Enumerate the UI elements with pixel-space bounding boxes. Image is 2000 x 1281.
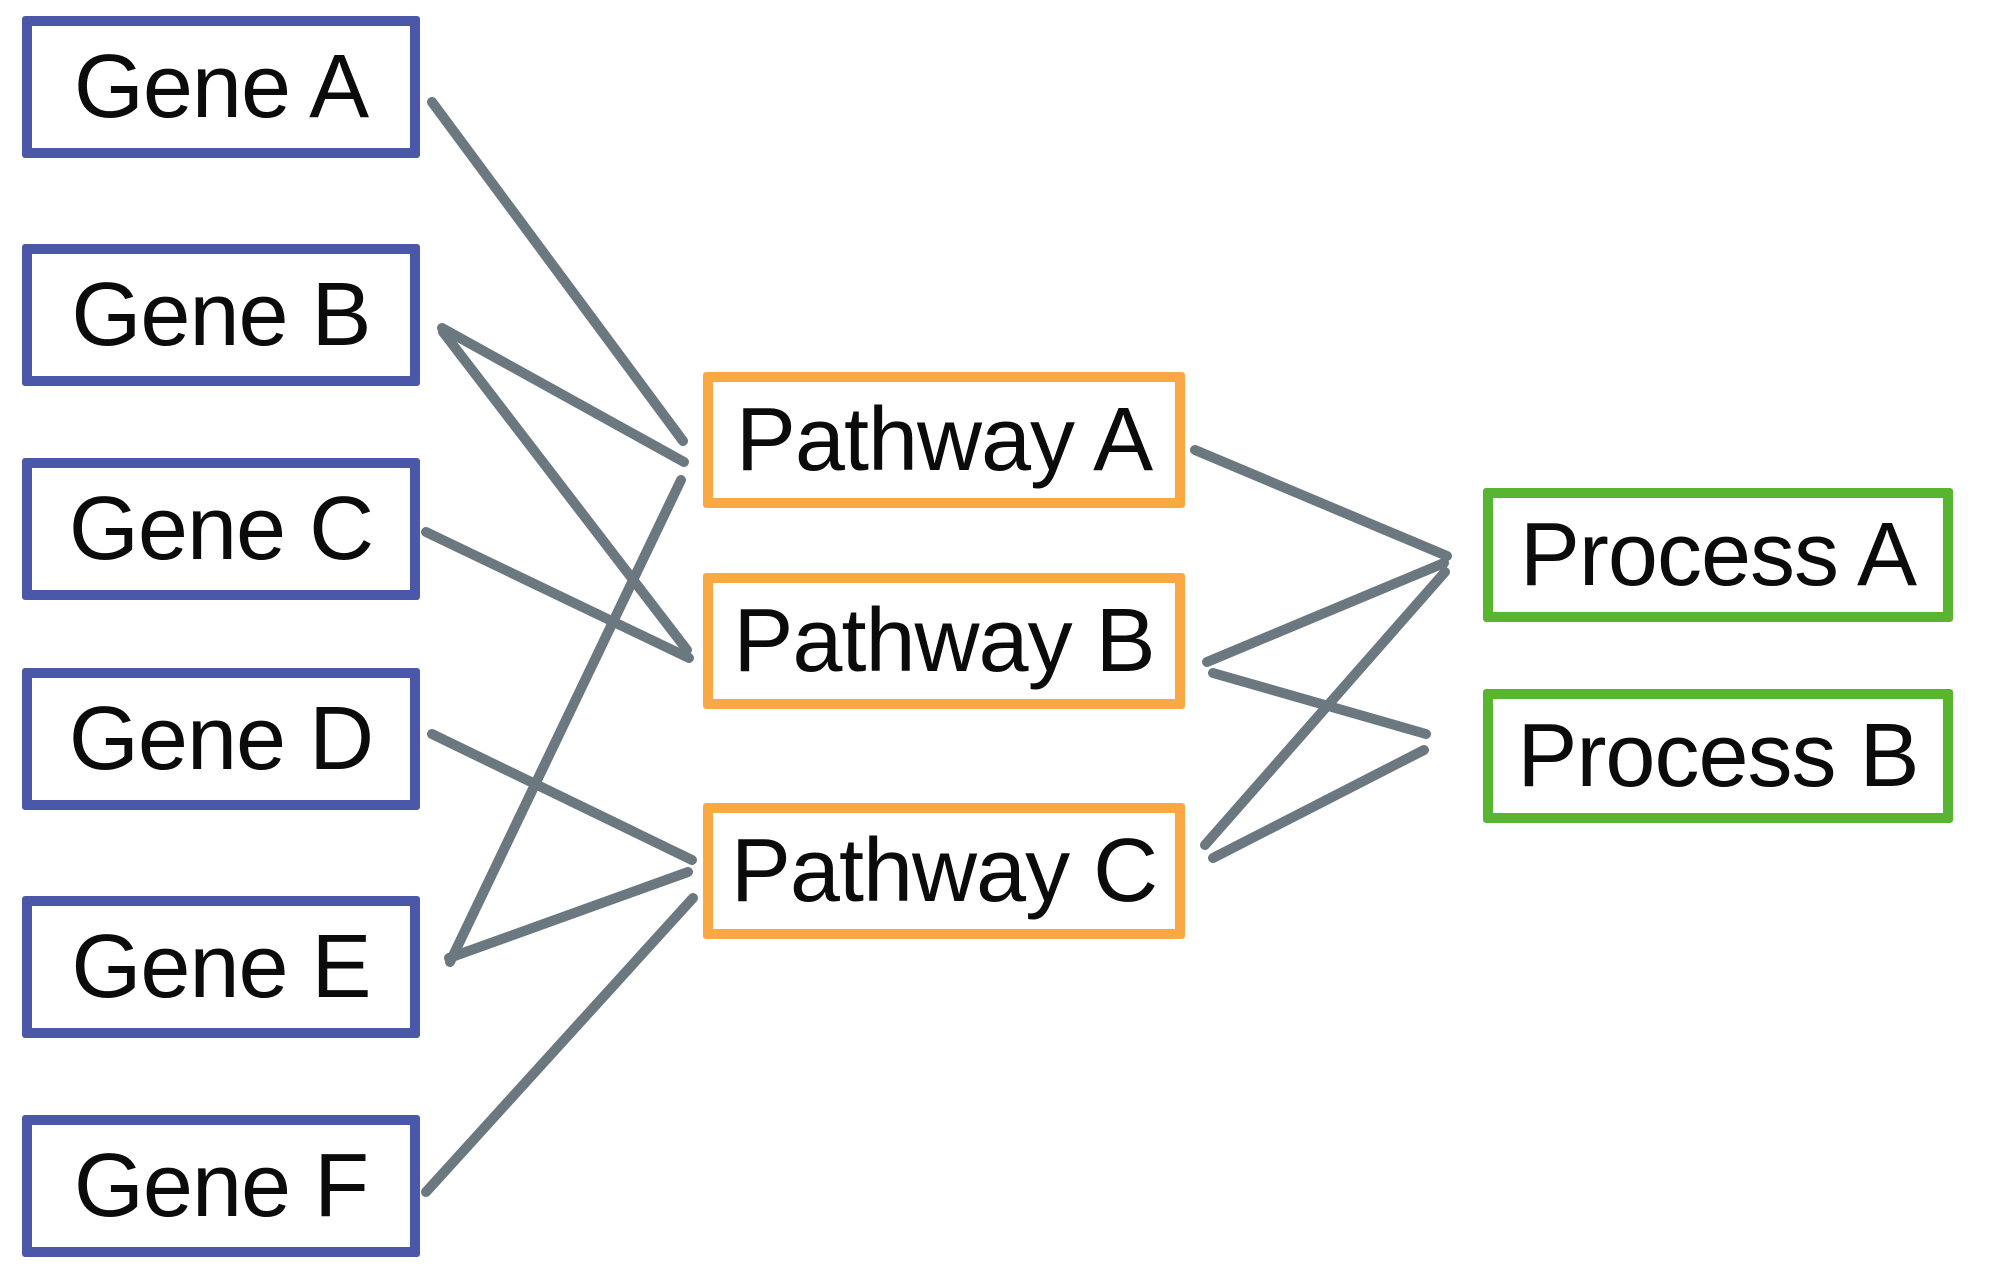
edge-geneD-pathwayC	[427, 729, 697, 865]
gene-c-node: Gene C	[22, 458, 420, 600]
gene-c-label: Gene C	[68, 478, 374, 579]
pathway-c-node: Pathway C	[703, 803, 1185, 939]
gene-b-label: Gene B	[71, 264, 371, 365]
process-a-node: Process A	[1483, 488, 1953, 622]
edge-pathwayB-processB	[1208, 668, 1431, 739]
pathway-b-label: Pathway B	[733, 590, 1155, 691]
edge-geneA-pathwayA	[427, 97, 688, 446]
edge-pathwayA-processA	[1190, 445, 1452, 561]
edge-geneC-pathwayB	[421, 527, 694, 663]
edge-geneB-pathwayB	[438, 327, 692, 655]
gene-d-label: Gene D	[68, 688, 374, 789]
pathway-a-node: Pathway A	[703, 372, 1185, 508]
gene-d-node: Gene D	[22, 668, 420, 810]
process-a-label: Process A	[1519, 504, 1917, 605]
gene-b-node: Gene B	[22, 244, 420, 386]
gene-e-node: Gene E	[22, 896, 420, 1038]
edge-geneF-pathwayC	[421, 893, 698, 1197]
pathway-a-label: Pathway A	[735, 389, 1153, 490]
gene-f-label: Gene F	[73, 1135, 369, 1236]
pathway-b-node: Pathway B	[703, 573, 1185, 709]
edge-pathwayB-processA	[1202, 558, 1449, 667]
pathway-c-label: Pathway C	[730, 820, 1158, 921]
process-b-node: Process B	[1483, 689, 1953, 823]
gene-a-label: Gene A	[73, 36, 369, 137]
gene-e-label: Gene E	[71, 916, 371, 1017]
edge-geneE-pathwayC	[444, 867, 693, 963]
process-b-label: Process B	[1517, 705, 1919, 806]
edge-pathwayC-processB	[1208, 745, 1429, 863]
edge-geneB-pathwayA	[437, 323, 689, 467]
edge-geneE-pathwayA	[445, 475, 686, 967]
gene-f-node: Gene F	[22, 1115, 420, 1257]
gene-a-node: Gene A	[22, 16, 420, 158]
edge-pathwayC-processA	[1200, 567, 1450, 850]
